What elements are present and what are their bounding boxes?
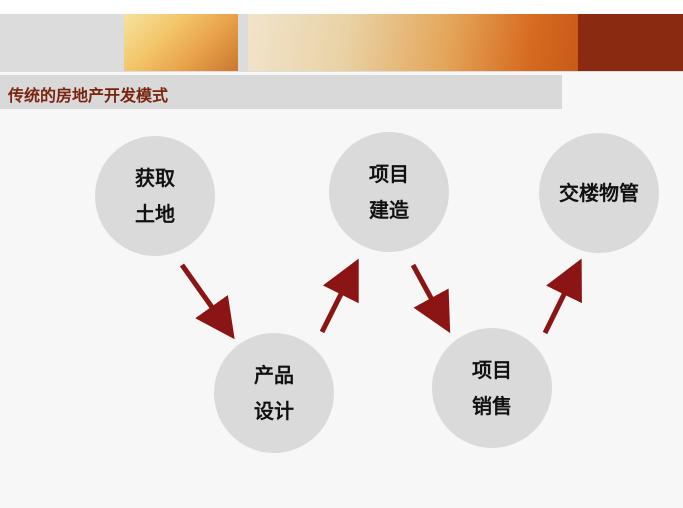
arrow-land-to-design [179,263,235,340]
node-label-line: 获取 [135,166,175,190]
banner-accent-block [578,14,683,71]
node-project-construction: 项目 建造 [329,132,449,252]
house-model-image [248,14,578,71]
node-label-line: 项目 [472,358,512,382]
arrow-sales-to-handover [542,258,582,335]
node-label-line: 土地 [135,202,175,226]
arrow-construction-to-sales [410,263,451,334]
node-label-line: 设计 [254,399,294,423]
node-label-line: 建造 [369,198,409,222]
node-label-line: 产品 [254,363,294,387]
node-project-sales: 项目 销售 [432,328,552,448]
page-title: 传统的房地产开发模式 [8,86,169,105]
banner-top-left [0,0,120,14]
node-label-line: 销售 [472,394,512,418]
node-label-line: 交楼物管 [559,181,639,205]
node-acquire-land: 获取 土地 [95,136,215,256]
node-label-line: 项目 [369,162,409,186]
arrow-design-to-construction [319,258,359,334]
title-bar: 传统的房地产开发模式 [0,75,562,109]
house-interior-image [124,14,238,71]
node-product-design: 产品 设计 [214,333,334,453]
banner-top-strip [120,0,683,14]
node-property-handover: 交楼物管 [539,133,659,253]
